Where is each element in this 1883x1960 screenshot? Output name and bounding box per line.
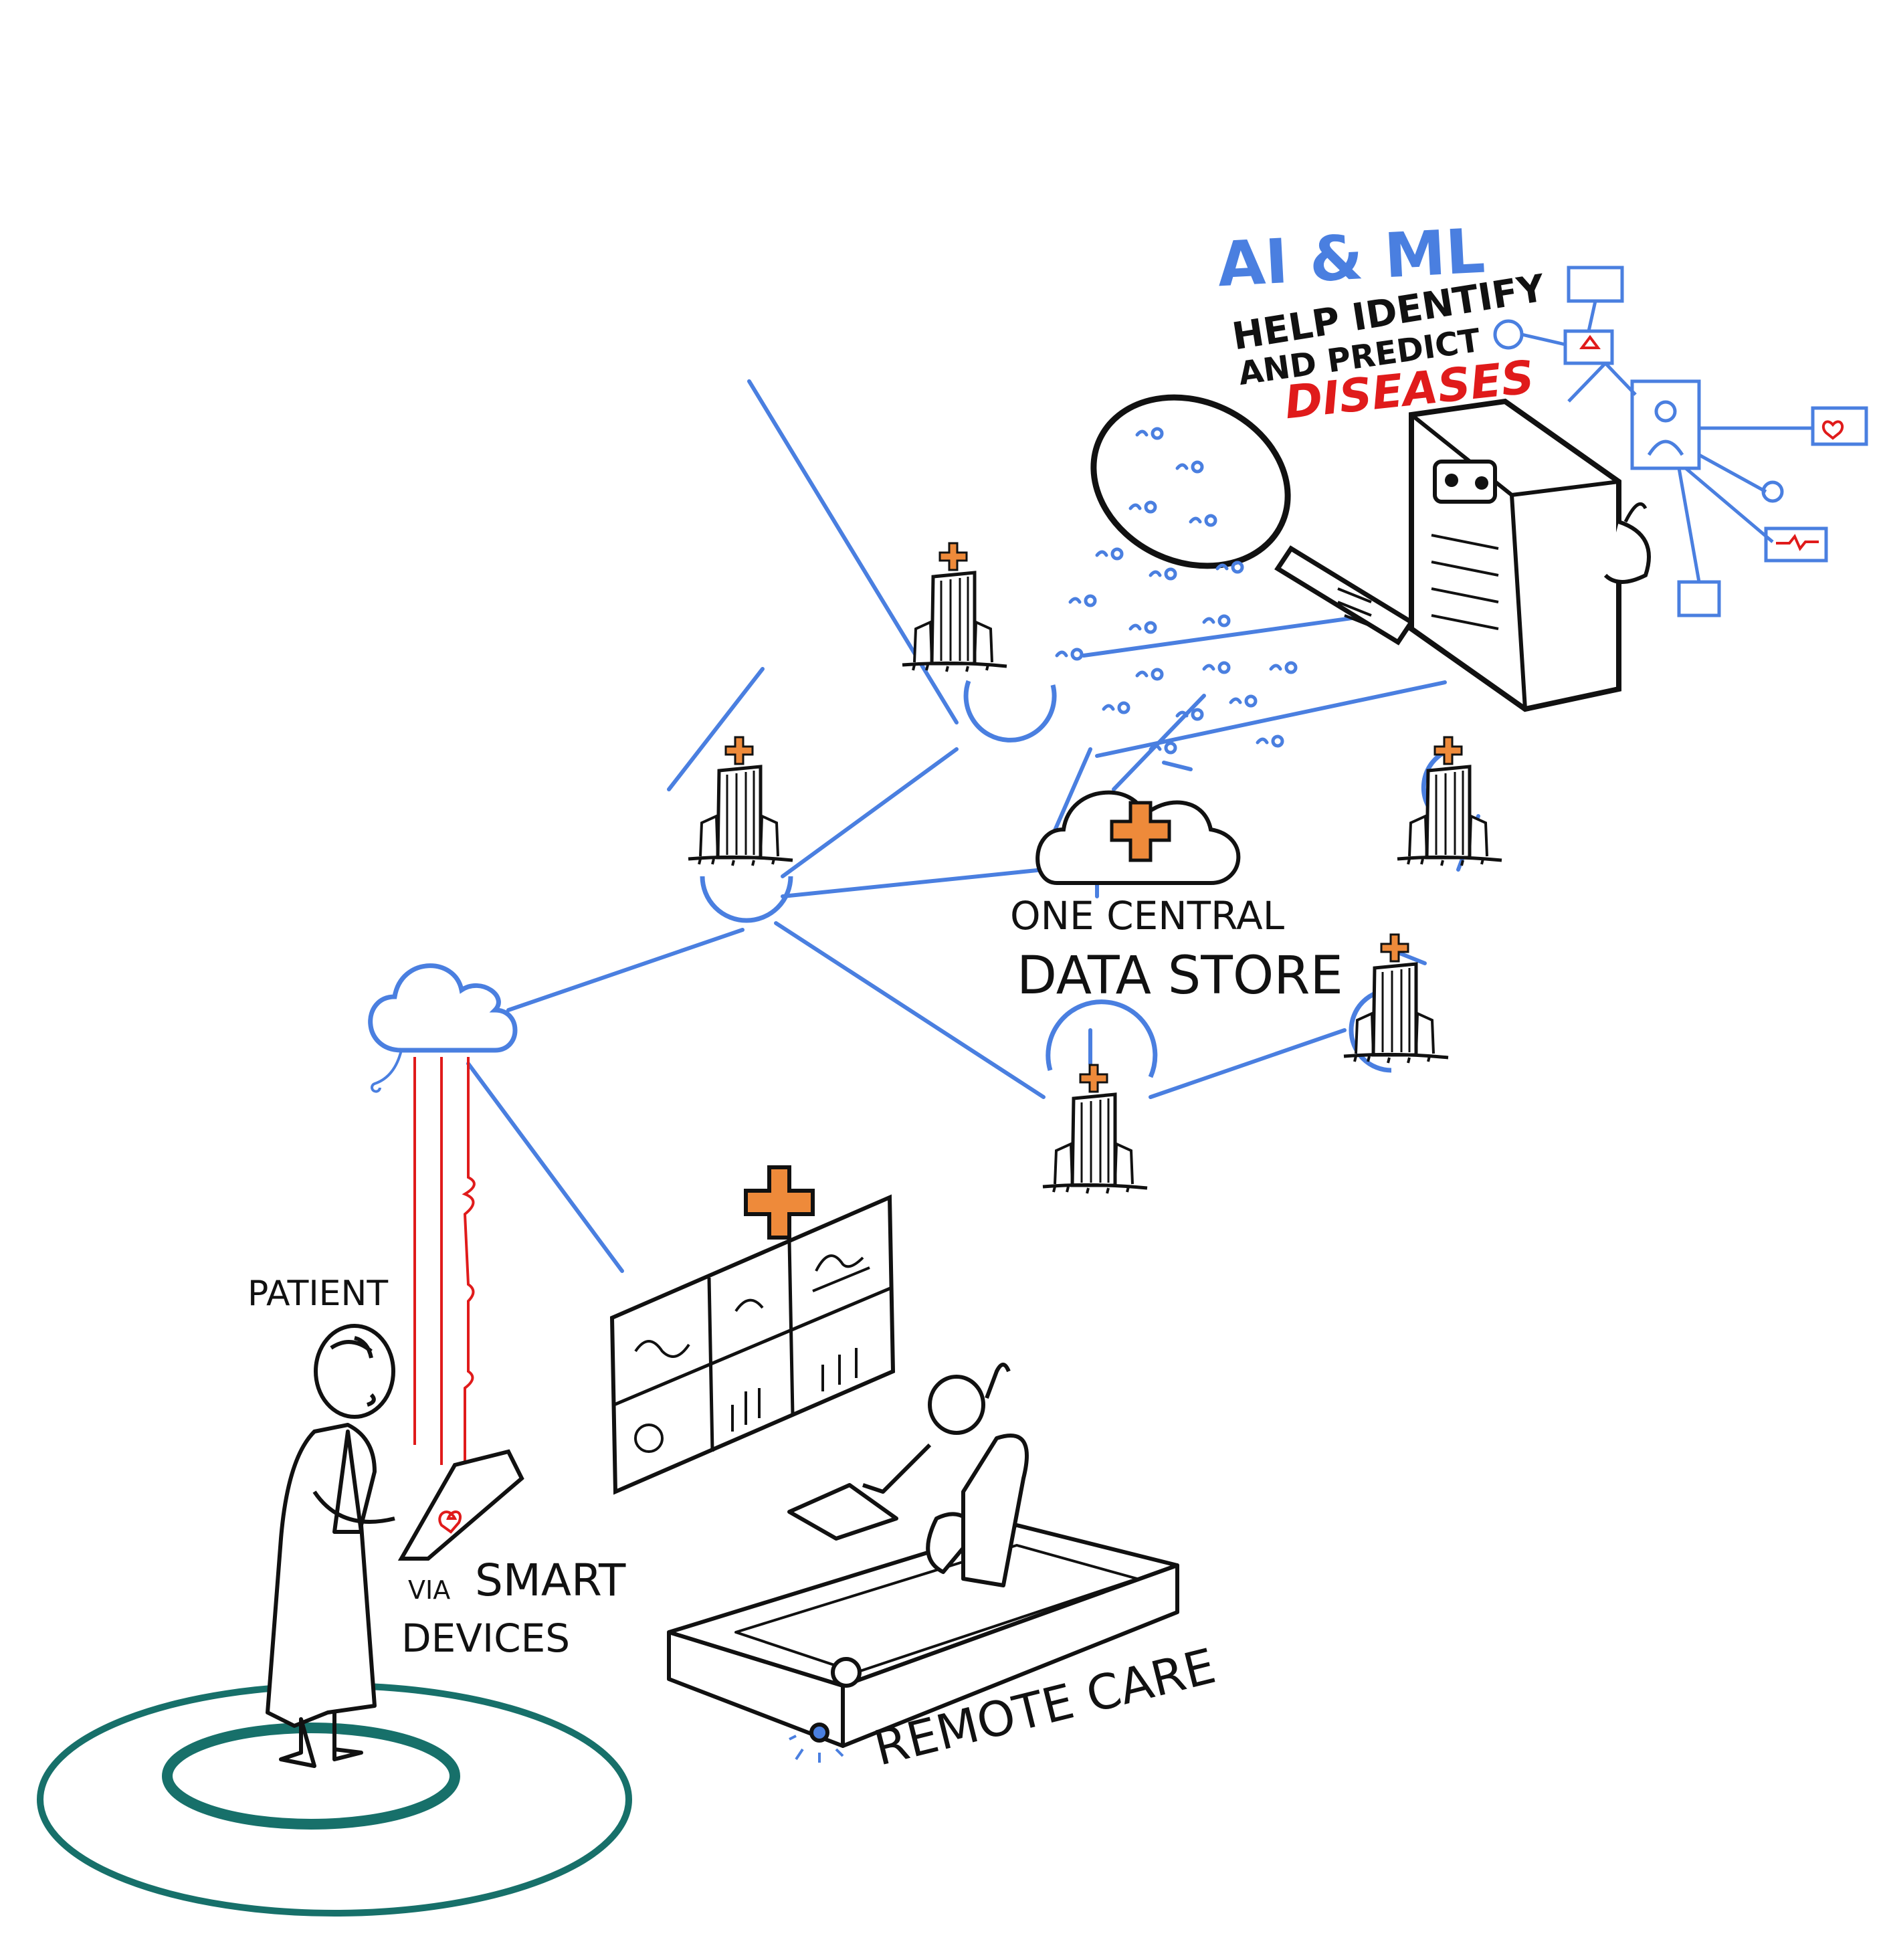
patient-label: PATIENT (247, 1274, 389, 1314)
hospital-icon (902, 543, 1007, 672)
hospital-icon (1397, 737, 1502, 866)
devices-label: DEVICES (401, 1615, 571, 1661)
server-robot-icon (1409, 398, 1651, 712)
central-store-line2: DATA STORE (1017, 946, 1343, 1006)
tablet-icon (397, 1449, 524, 1561)
data-beams (413, 1057, 476, 1478)
connected-devices-icon (1493, 266, 1868, 617)
via-label: VIA (408, 1575, 451, 1605)
network-connections (466, 379, 1480, 1273)
data-cloud-icon (1035, 790, 1241, 885)
smart-label: SMART (475, 1555, 626, 1606)
hospital-icon (688, 737, 793, 866)
magnifier-icon (1090, 394, 1415, 646)
hospital-icon (1344, 935, 1448, 1063)
cloud-icon (368, 963, 518, 1093)
patient-figure-icon (266, 1324, 395, 1768)
hospital-icon (1043, 1065, 1147, 1193)
central-store-line1: ONE CENTRAL (1010, 893, 1285, 939)
remote-desk-icon (667, 1363, 1179, 1763)
dashboard-screen-icon (609, 1165, 896, 1495)
